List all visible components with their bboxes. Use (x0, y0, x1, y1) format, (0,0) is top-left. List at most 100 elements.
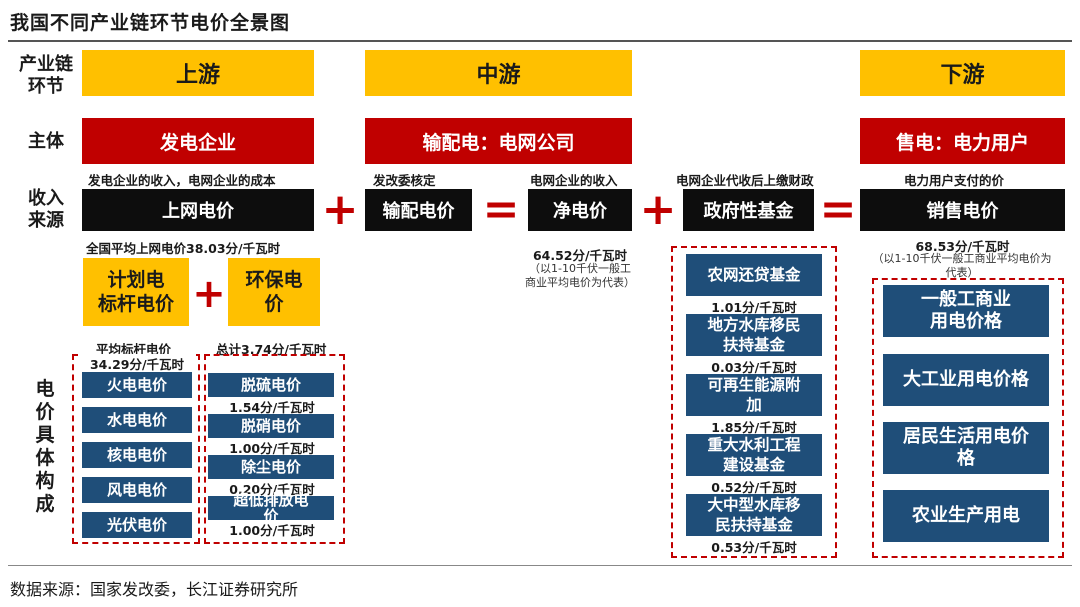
fund-item-value: 0.53分/千瓦时 (711, 540, 797, 555)
box-line: 扶持基金 (722, 336, 785, 354)
env-items-container (204, 354, 345, 544)
title-divider (8, 40, 1072, 42)
sale-income-note: 电力用户支付的价 (904, 173, 1005, 188)
box-line: 格 (957, 448, 975, 469)
sales-item: 大工业用电价格 (883, 354, 1049, 406)
benchmark-item: 风电电价 (82, 477, 192, 503)
box-line: 标杆电价 (97, 293, 174, 315)
box-line: 用电价格 (930, 311, 1002, 332)
net-price-note: （以1-10千伏一般工 商业平均电价为代表） (515, 262, 645, 290)
env-item: 脱硝电价 (208, 414, 334, 438)
row-label-chain-line2: 环节 (28, 76, 64, 97)
net-price-value: 64.52分/千瓦时 (532, 248, 628, 263)
box-line: 大中型水库移 (707, 496, 801, 514)
box-transmission-price: 输配电价 (365, 189, 472, 231)
row-label-income: 收入 来源 (10, 188, 82, 232)
env-total-label: 总计3.74分/千瓦时 (216, 342, 327, 357)
gen-avg-price: 全国平均上网电价38.03分/千瓦时 (86, 241, 281, 256)
fund-item-value: 0.52分/千瓦时 (711, 480, 797, 495)
env-item: 脱硫电价 (208, 373, 334, 397)
box-line: 居民生活用电价 (903, 426, 1029, 447)
benchmark-item: 水电电价 (82, 407, 192, 433)
trans-income-note: 发改委核定 (373, 173, 436, 188)
stage-midstream: 中游 (365, 50, 632, 96)
sales-items-container (872, 278, 1064, 558)
benchmark-item: 光伏电价 (82, 512, 192, 538)
box-benchmark-price: 计划电 标杆电价 (83, 258, 189, 326)
box-line: 价 (263, 507, 279, 525)
fund-item-value: 0.03分/千瓦时 (711, 360, 797, 375)
row-label-detail-char: 体 (35, 447, 55, 469)
equals-operator: = (819, 183, 857, 235)
env-item-value: 1.00分/千瓦时 (229, 523, 315, 538)
box-government-fund: 政府性基金 (683, 189, 814, 231)
equals-operator: = (482, 183, 520, 235)
box-sales-price: 销售电价 (860, 189, 1065, 231)
box-environmental-price: 环保电 价 (228, 258, 320, 326)
stage-downstream: 下游 (860, 50, 1065, 96)
row-label-detail-char: 价 (35, 401, 55, 423)
fund-item: 农网还贷基金 (686, 254, 822, 296)
env-item-value: 1.54分/千瓦时 (229, 400, 315, 415)
box-line: 一般工商业 (921, 289, 1011, 310)
box-line: 地方水库移民 (707, 316, 801, 334)
box-line: 可再生能源附 (707, 376, 801, 394)
note-line: 商业平均电价为代表） (525, 276, 635, 289)
row-label-detail-char: 电 (35, 378, 55, 400)
box-line: 价 (264, 293, 284, 315)
benchmark-avg-value: 34.29分/千瓦时 (78, 354, 196, 373)
row-label-chain: 产业链 环节 (10, 54, 82, 98)
box-line: 民扶持基金 (715, 516, 793, 534)
funds-container (671, 246, 837, 558)
sale-price-note: （以1-10千伏一般工商业平均电价为 代表） (862, 252, 1062, 280)
fund-item: 大中型水库移民扶持基金 (686, 494, 822, 536)
footer-divider (8, 565, 1072, 566)
plus-operator: + (639, 183, 677, 235)
row-label-detail-char: 构 (35, 470, 55, 492)
box-line: 加 (746, 396, 762, 414)
benchmark-avg-label: 平均标杆电价 (96, 342, 172, 357)
entity-sales: 售电：电力用户 (860, 118, 1065, 164)
env-item-value: 0.20分/千瓦时 (229, 482, 315, 497)
plus-operator: + (321, 183, 359, 235)
box-on-grid-price: 上网电价 (82, 189, 314, 231)
box-line: 建设基金 (722, 456, 785, 474)
row-label-income-line1: 收入 (28, 188, 64, 209)
page-title: 我国不同产业链环节电价全景图 (10, 12, 291, 34)
row-label-income-line2: 来源 (28, 210, 64, 231)
entity-grid: 输配电：电网公司 (365, 118, 632, 164)
sales-item: 一般工商业用电价格 (883, 285, 1049, 337)
net-income-note: 电网企业的收入 (530, 173, 618, 188)
sales-item: 居民生活用电价格 (883, 422, 1049, 474)
note-line: 代表） (945, 266, 979, 279)
row-label-detail: 电 价 具 体 构 成 (20, 378, 70, 516)
row-label-detail-char: 成 (35, 493, 55, 515)
row-label-detail-char: 具 (35, 424, 55, 446)
fund-item: 可再生能源附加 (686, 374, 822, 416)
box-line: 超低排放电 (233, 491, 309, 509)
row-label-chain-line1: 产业链 (19, 54, 73, 75)
fund-item: 重大水利工程建设基金 (686, 434, 822, 476)
fund-item-value: 1.85分/千瓦时 (711, 420, 797, 435)
sales-item: 农业生产用电 (883, 490, 1049, 542)
box-line: 重大水利工程 (707, 436, 801, 454)
row-label-entity: 主体 (28, 131, 64, 152)
box-net-price: 净电价 (528, 189, 632, 231)
data-source: 数据来源：国家发改委，长江证券研究所 (10, 580, 299, 599)
box-line: 环保电 (245, 269, 303, 291)
fund-item: 地方水库移民扶持基金 (686, 314, 822, 356)
env-item: 超低排放电价 (208, 492, 334, 524)
entity-generation: 发电企业 (82, 118, 314, 164)
note-line: （以1-10千伏一般工商业平均电价为 (872, 252, 1052, 265)
note-line: （以1-10千伏一般工 (529, 262, 631, 275)
env-item: 除尘电价 (208, 455, 334, 479)
fund-item-value: 1.01分/千瓦时 (711, 300, 797, 315)
benchmark-item: 火电电价 (82, 372, 192, 398)
gov-income-note: 电网企业代收后上缴财政 (676, 173, 814, 188)
gen-income-note: 发电企业的收入，电网企业的成本 (88, 173, 276, 188)
benchmark-item: 核电电价 (82, 442, 192, 468)
stage-upstream: 上游 (82, 50, 314, 96)
sale-price-value: 68.53分/千瓦时 (915, 239, 1010, 254)
plus-operator: + (192, 271, 226, 317)
env-item-value: 1.00分/千瓦时 (229, 441, 315, 456)
